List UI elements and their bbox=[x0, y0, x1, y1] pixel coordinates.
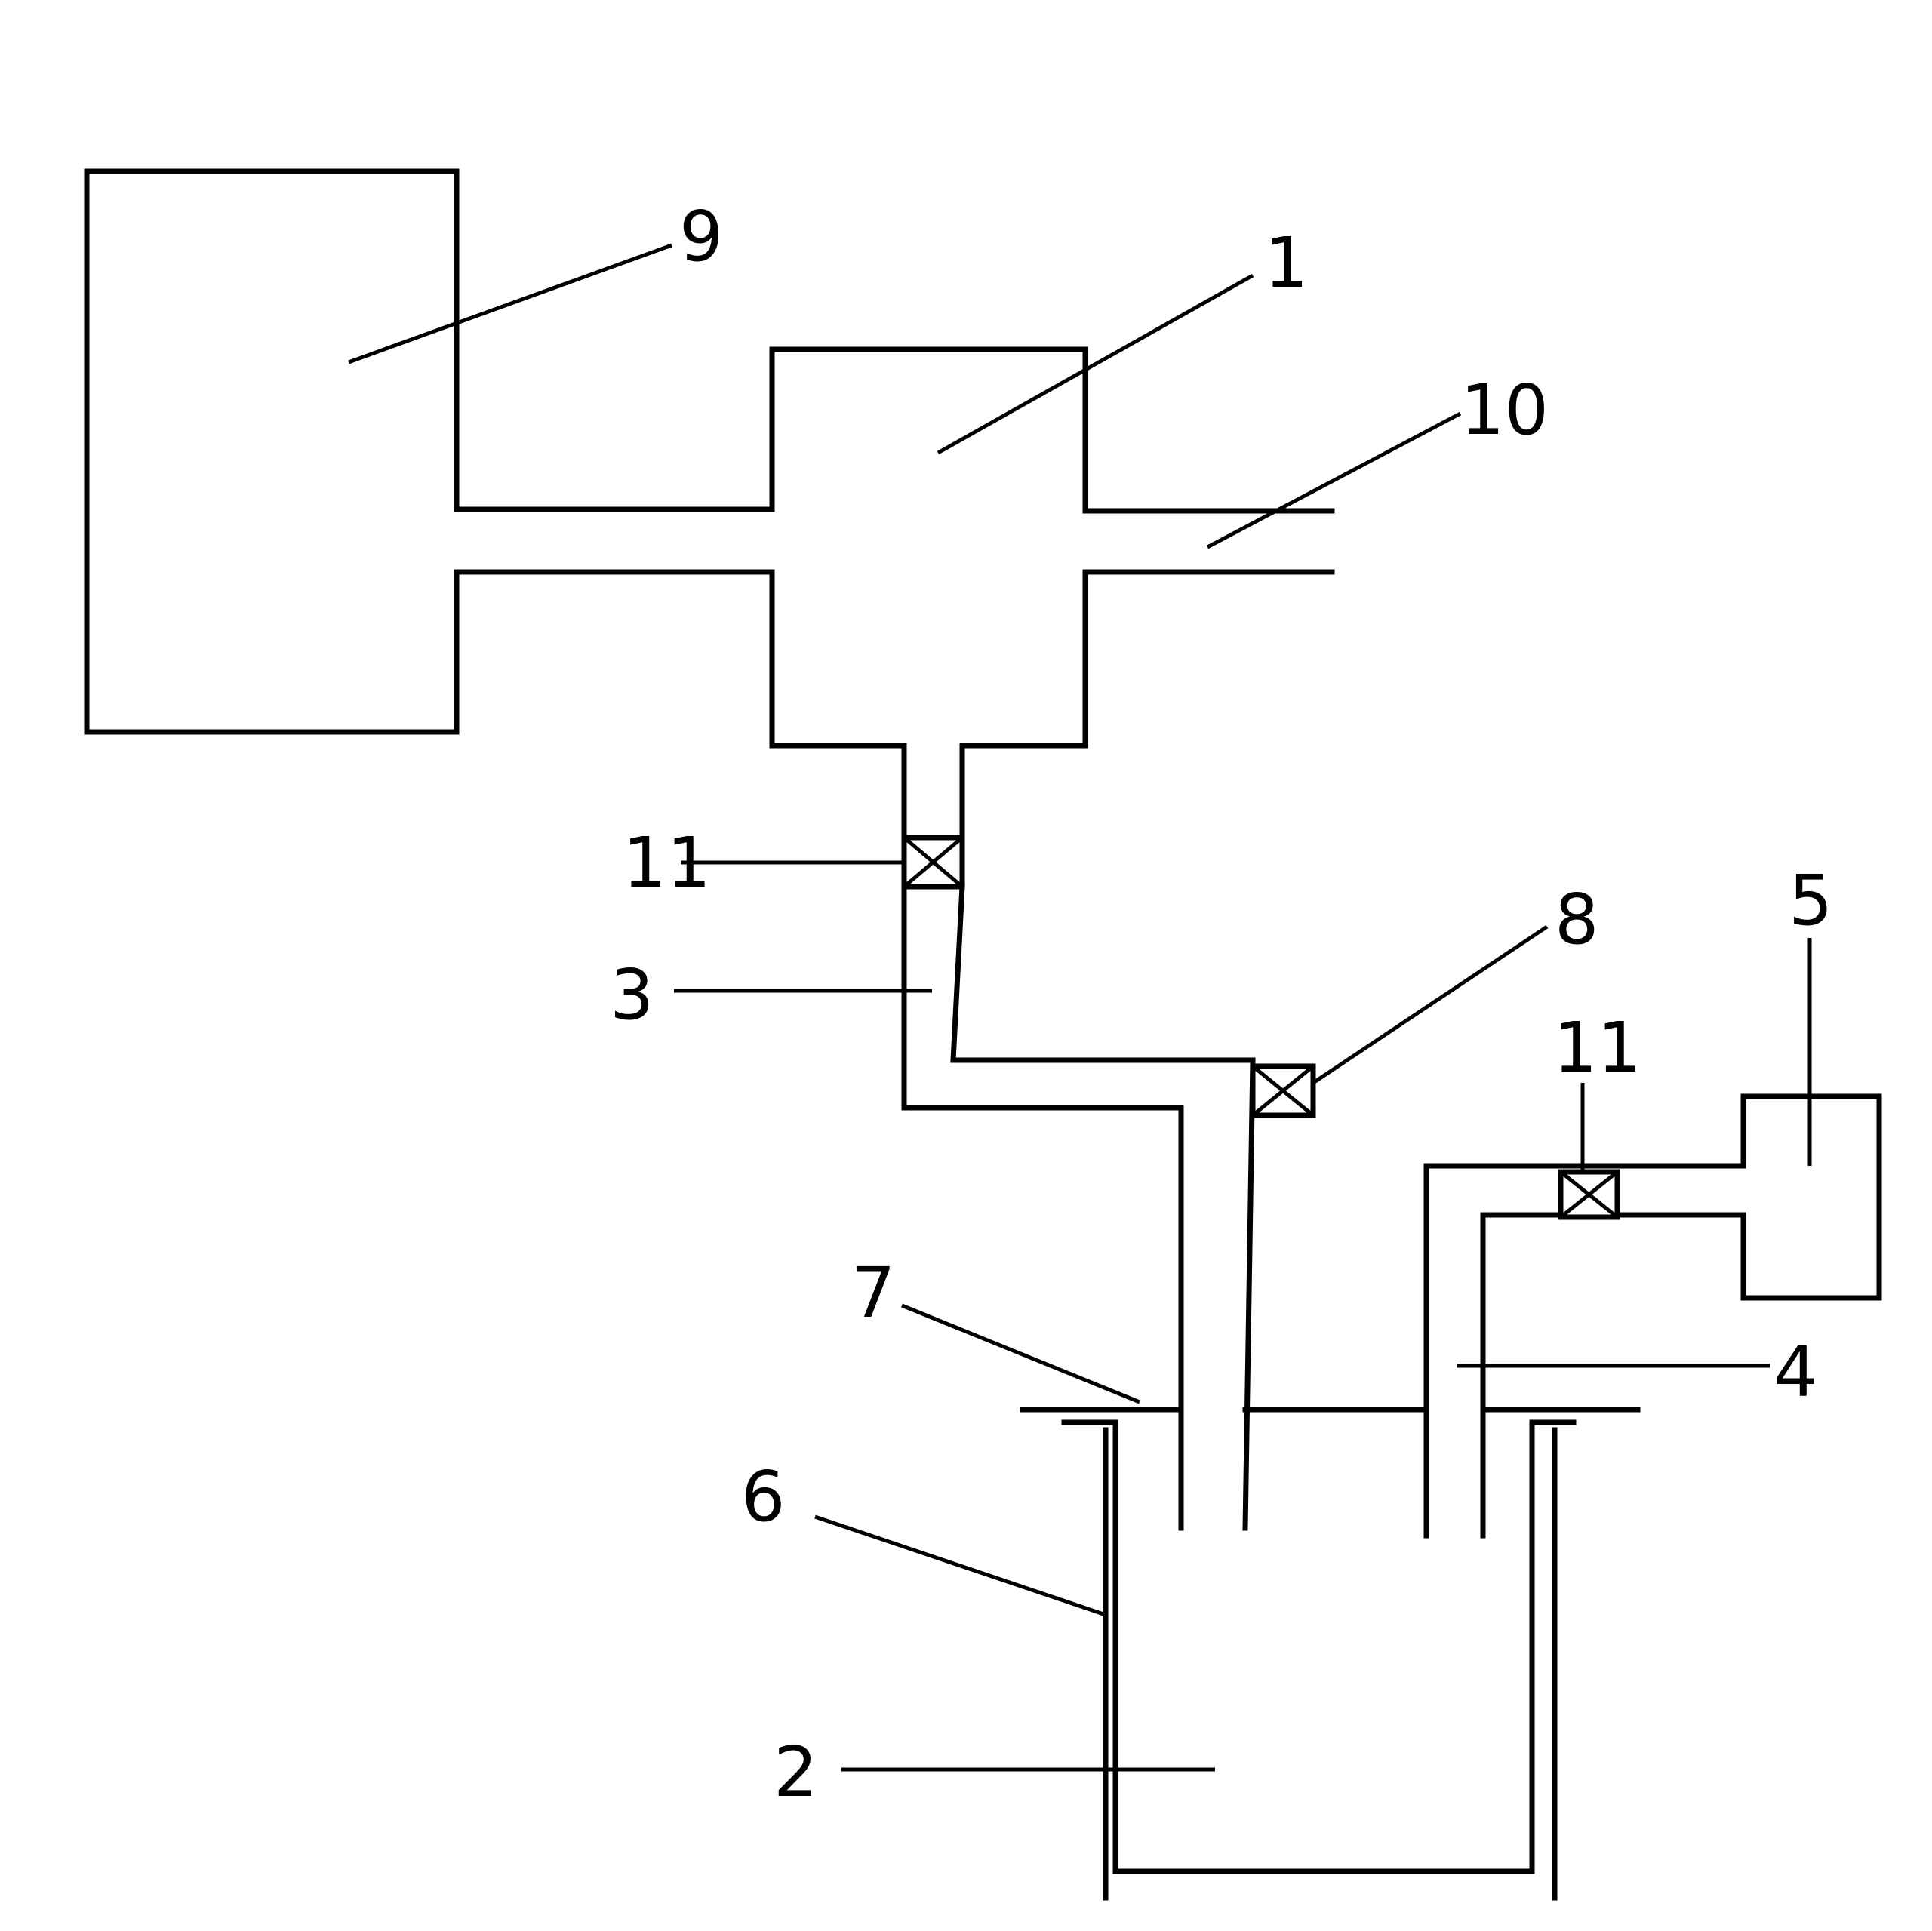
valve-8-cross bbox=[1251, 1065, 1315, 1117]
pipe-top-wall bbox=[454, 346, 1335, 514]
leader-1 bbox=[937, 273, 1254, 455]
label-7: 7 bbox=[851, 1253, 896, 1333]
leader-10 bbox=[1206, 411, 1462, 549]
label-9: 9 bbox=[679, 196, 724, 277]
pipe-4-outer-wall bbox=[1423, 1093, 1882, 1539]
label-11-upper: 11 bbox=[623, 823, 711, 903]
pipe-bottom-wall bbox=[454, 569, 907, 841]
label-5: 5 bbox=[1789, 860, 1833, 941]
label-3: 3 bbox=[610, 955, 654, 1035]
valve-11-lower bbox=[1558, 1169, 1620, 1220]
valve-11-lower-cross bbox=[1559, 1170, 1619, 1219]
label-1: 1 bbox=[1264, 223, 1309, 303]
pipe-3-right-wall bbox=[950, 884, 1256, 1531]
label-11-lower: 11 bbox=[1553, 1007, 1641, 1088]
label-8: 8 bbox=[1555, 879, 1599, 960]
leader-6 bbox=[814, 1514, 1106, 1617]
valve-8 bbox=[1250, 1063, 1316, 1118]
label-2: 2 bbox=[774, 1732, 818, 1813]
vessel-2-body bbox=[1061, 1419, 1577, 1874]
unit-9-box bbox=[84, 168, 460, 735]
pipe-4-inner-wall bbox=[1480, 1212, 1564, 1539]
unit-1-right-lower bbox=[959, 569, 1335, 841]
leader-7 bbox=[901, 1303, 1140, 1404]
leader-9 bbox=[348, 243, 672, 364]
label-10: 10 bbox=[1460, 370, 1549, 450]
leader-8 bbox=[1312, 924, 1549, 1085]
label-6: 6 bbox=[741, 1456, 786, 1537]
label-4: 4 bbox=[1774, 1332, 1818, 1413]
pipe-3-left-wall bbox=[901, 884, 1184, 1531]
valve-11-upper-cross bbox=[903, 836, 964, 888]
